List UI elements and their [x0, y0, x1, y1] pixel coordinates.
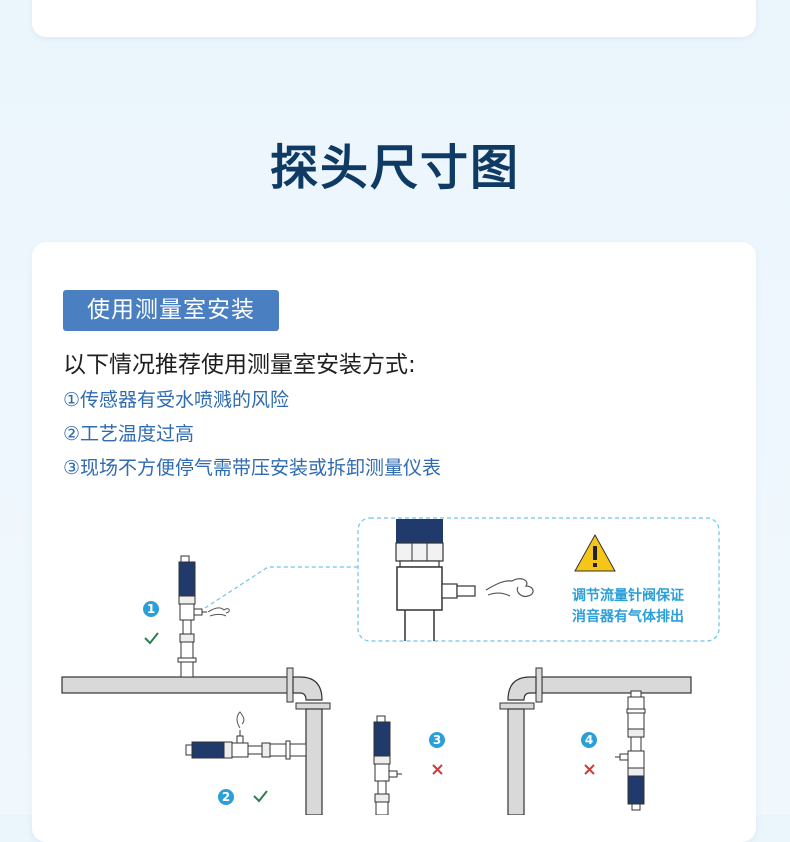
installation-diagram: 1 2 3 4: [61, 517, 720, 815]
detail-probe: [395, 519, 476, 641]
callout-leader-line: [204, 566, 358, 609]
warning-icon: [574, 533, 616, 572]
warning-line-2: 消音器有气体排出: [572, 609, 684, 625]
probe-2: [185, 730, 307, 760]
marker-1: 1: [143, 601, 159, 617]
cross-icon-3: [432, 764, 443, 775]
pipe-horizontal-right: [541, 676, 692, 694]
cross-icon-4: [584, 764, 595, 775]
svg-text:3: 3: [433, 733, 441, 747]
marker-2: 2: [218, 789, 234, 805]
check-icon-2: [253, 790, 268, 803]
install-tag: 使用测量室安装: [63, 290, 279, 331]
pipe-horizontal-left: [61, 676, 291, 694]
air-flow-icon-small: [207, 607, 230, 617]
install-item-3: ③现场不方便停气需带压安装或拆卸测量仪表: [63, 457, 442, 479]
detail-callout-box: [357, 517, 720, 642]
warning-line-1: 调节流量针阀保证: [572, 588, 684, 604]
pipe-vertical-left: [305, 708, 323, 815]
svg-text:1: 1: [147, 602, 155, 616]
svg-text:2: 2: [222, 790, 230, 804]
probe-4: [615, 690, 646, 811]
pipe-vertical-right: [507, 708, 525, 815]
probe-3: [373, 715, 402, 815]
air-flow-icon: [485, 578, 534, 597]
marker-3: 3: [429, 732, 445, 748]
install-item-1: ①传感器有受水喷溅的风险: [63, 389, 290, 411]
svg-text:4: 4: [585, 733, 593, 747]
check-icon-1: [144, 632, 159, 645]
install-item-2: ②工艺温度过高: [63, 423, 195, 445]
air-flow-icon-up: [236, 711, 245, 729]
top-card: [32, 0, 756, 37]
section-title: 探头尺寸图: [269, 140, 520, 196]
probe-1: [177, 555, 207, 678]
install-lead: 以下情况推荐使用测量室安装方式:: [63, 352, 416, 378]
marker-4: 4: [581, 732, 597, 748]
